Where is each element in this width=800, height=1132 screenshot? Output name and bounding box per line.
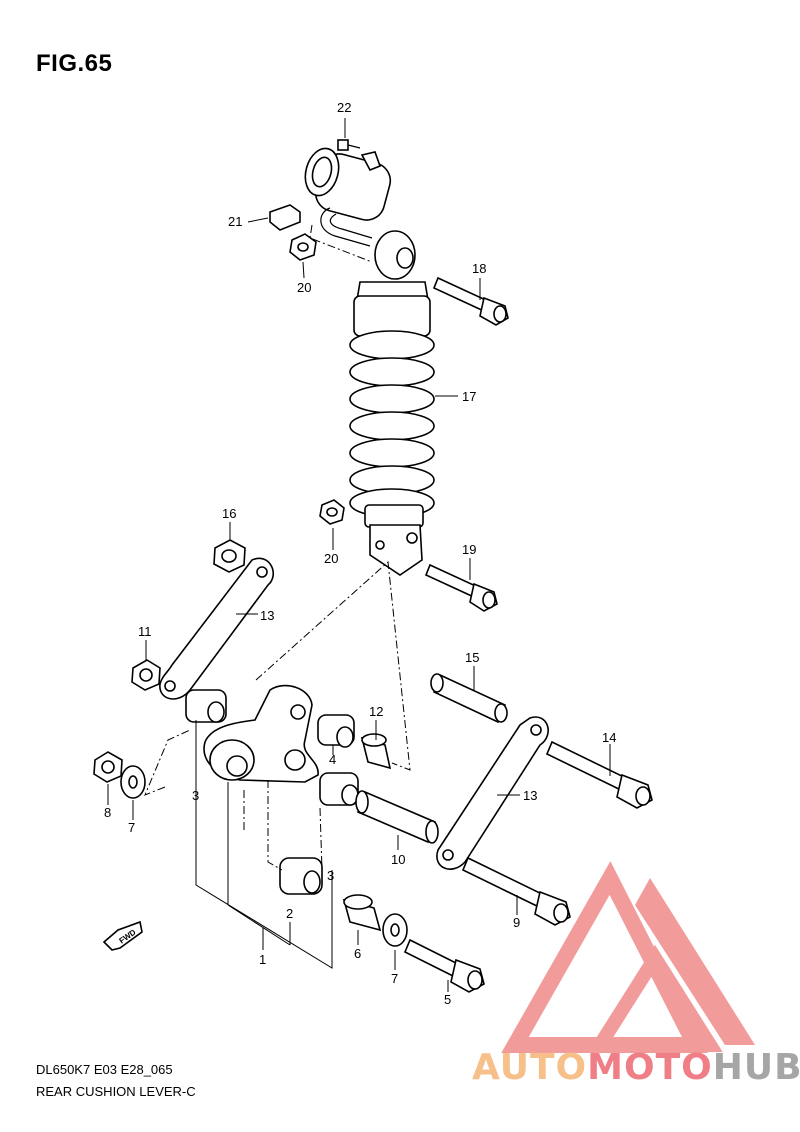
nut-16 <box>213 539 246 573</box>
callout-8: 8 <box>104 805 111 820</box>
nut-20-lower <box>319 499 345 525</box>
shock-spring <box>349 330 435 518</box>
bushing-12 <box>360 733 392 770</box>
bolt-5 <box>403 938 485 993</box>
watermark-logo <box>501 861 755 1053</box>
callout-20: 20 <box>297 280 311 295</box>
callout-19: 19 <box>462 542 476 557</box>
clamp-21 <box>269 204 301 231</box>
bolt-14 <box>545 740 653 809</box>
bearing-3-left <box>185 689 227 723</box>
callout-15: 15 <box>465 650 479 665</box>
callout-12: 12 <box>369 704 383 719</box>
callout-20: 20 <box>324 551 338 566</box>
bearing-2 <box>279 857 323 895</box>
model-code: DL650K7 E03 E28_065 <box>36 1062 173 1077</box>
callout-11: 11 <box>138 624 152 639</box>
nut-11 <box>131 659 161 691</box>
callout-3: 3 <box>192 788 199 803</box>
figure-title: FIG.65 <box>36 50 113 77</box>
callout-6: 6 <box>354 946 361 961</box>
bolt-19 <box>424 563 498 612</box>
callout-1: 1 <box>259 952 266 967</box>
callout-9: 9 <box>513 915 520 930</box>
cushion-rod-13-right <box>436 716 549 870</box>
watermark-text: AUTOMOTOHUB <box>472 1047 800 1088</box>
bushing-6 <box>342 894 382 932</box>
callout-13: 13 <box>523 788 537 803</box>
callout-3: 3 <box>327 868 334 883</box>
collar-10 <box>355 790 439 844</box>
bolt-18 <box>432 276 509 326</box>
callout-17: 17 <box>462 389 476 404</box>
bolt-22 <box>337 139 361 151</box>
cushion-rod-13-left <box>159 557 274 700</box>
callout-22: 22 <box>337 100 351 115</box>
callout-labels: 22 21 20 18 17 16 20 19 13 11 15 12 4 14… <box>104 100 616 1007</box>
leader-lines <box>107 118 611 992</box>
callout-2: 2 <box>286 906 293 921</box>
callout-7: 7 <box>391 971 398 986</box>
callout-13: 13 <box>260 608 274 623</box>
callout-16: 16 <box>222 506 236 521</box>
rear-shock-absorber <box>304 147 435 576</box>
diagram-name: REAR CUSHION LEVER-C <box>36 1084 196 1099</box>
watermark-hub: HUB <box>712 1047 800 1088</box>
callout-21: 21 <box>228 214 242 229</box>
watermark-moto: MOTO <box>587 1047 713 1088</box>
cushion-lever-1 <box>203 684 319 783</box>
collar-15 <box>430 673 508 724</box>
callout-10: 10 <box>391 852 405 867</box>
nut-8 <box>93 751 123 783</box>
bearing-3-right <box>319 772 359 806</box>
washer-7-right <box>382 913 408 947</box>
fwd-direction-arrow: FWD <box>102 920 143 951</box>
bearing-4 <box>317 714 355 748</box>
bolt-9 <box>461 856 571 926</box>
callout-7: 7 <box>128 820 135 835</box>
callout-4: 4 <box>329 752 336 767</box>
washer-7-left <box>120 765 146 799</box>
nut-20-upper <box>289 233 317 261</box>
watermark-auto: AUTO <box>472 1047 588 1088</box>
callout-5: 5 <box>444 992 451 1007</box>
callout-14: 14 <box>602 730 616 745</box>
callout-18: 18 <box>472 261 486 276</box>
